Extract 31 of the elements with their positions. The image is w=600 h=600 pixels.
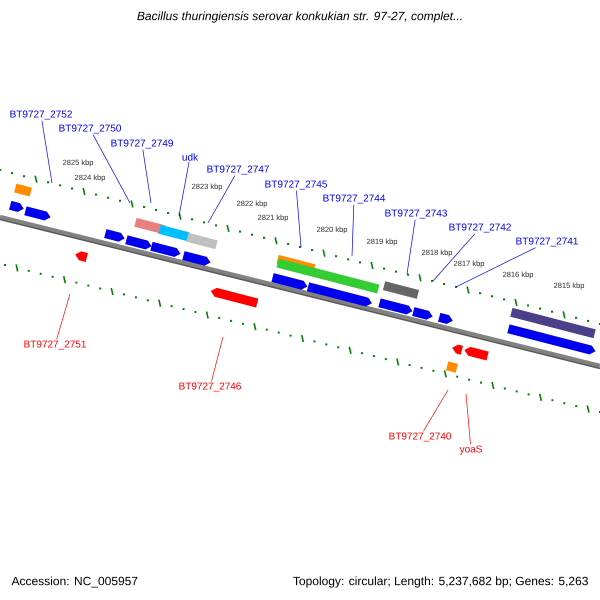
gene-label: BT9727_2750 xyxy=(59,124,122,134)
footer-text: Accession: NC_005957 xyxy=(12,576,138,588)
gene-label: BT9727_2746 xyxy=(179,382,241,392)
gene-label: yoaS xyxy=(460,445,482,455)
gene-label: BT9727_2740 xyxy=(389,432,452,442)
title: Bacillus thuringiensis serovar konkukian str. 97-27, complet... xyxy=(137,11,462,23)
leader-line xyxy=(42,120,52,184)
leader-line xyxy=(142,149,152,204)
gene-label: BT9727_2742 xyxy=(449,224,511,232)
gene-label: BT9727_2741 xyxy=(516,238,578,246)
leader-line xyxy=(208,175,236,224)
leader-line xyxy=(211,336,224,382)
leader-line xyxy=(56,294,70,340)
gene-label: BT9727_2743 xyxy=(385,210,447,218)
gene-label: BT9727_2747 xyxy=(207,166,269,174)
gene-label: BT9727_2752 xyxy=(10,110,72,120)
leader-line xyxy=(466,394,471,445)
leader-line xyxy=(92,134,130,204)
gene-label: BT9727_2751 xyxy=(24,340,86,350)
leader-line xyxy=(178,162,190,216)
leader-line xyxy=(352,204,354,256)
leader-line xyxy=(456,247,536,288)
footer-text: Topology: circular; Length: 5,237,682 bp; Genes: 5,263 xyxy=(293,576,588,588)
leader-line xyxy=(406,219,416,274)
gene-label: udk xyxy=(182,153,198,161)
gene-label: BT9727_2749 xyxy=(111,140,173,148)
gene-label: BT9727_2744 xyxy=(323,194,386,204)
leader-line xyxy=(423,390,448,432)
leader-line xyxy=(296,190,302,248)
leader-line xyxy=(432,233,476,282)
gene-label: BT9727_2745 xyxy=(265,180,327,190)
